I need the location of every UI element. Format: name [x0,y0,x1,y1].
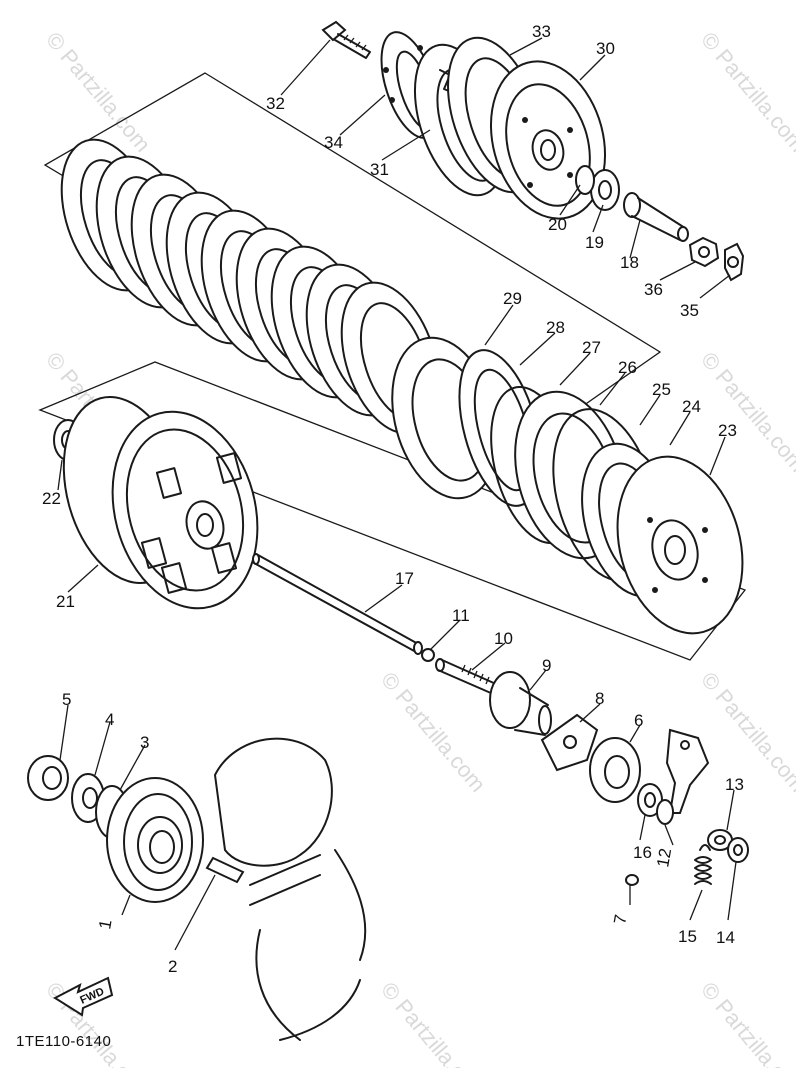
push-lever-9 [489,671,552,736]
callout-34: 34 [324,133,343,152]
bearing-19 [590,169,620,211]
callout-36: 36 [644,280,663,299]
callout-17: 17 [395,569,414,588]
callout-5: 5 [62,690,71,709]
callout-labels: 1 2 3 4 5 6 7 8 9 10 11 12 13 14 15 16 1… [42,22,744,976]
spring-15 [694,844,712,885]
ball-11 [421,648,435,662]
watermark: © Partzilla.com [696,667,796,797]
callout-19: 19 [585,233,604,252]
fwd-arrow-icon: FWD [52,976,114,1017]
callout-6: 6 [634,711,643,730]
callout-27: 27 [582,338,601,357]
callout-18: 18 [620,253,639,272]
crankshaft-outline [214,737,367,1041]
pin-7 [625,874,639,886]
callout-10: 10 [494,629,513,648]
bolt-32 [321,20,371,59]
plate-8 [540,713,599,772]
callout-22: 22 [42,489,61,508]
part-code: 1TE110-6140 [16,1033,111,1050]
callout-28: 28 [546,318,565,337]
callout-31: 31 [370,160,389,179]
callout-29: 29 [503,289,522,308]
nut-14 [727,837,749,863]
key-2 [205,856,245,884]
watermark: © Partzilla.com [376,667,490,797]
oil-seal-6 [589,737,641,803]
callout-3: 3 [140,733,149,752]
washer-20 [575,165,595,195]
callout-2: 2 [168,957,177,976]
washer-13 [707,829,733,851]
nut-36 [688,236,720,268]
push-rod-18 [623,192,689,242]
callout-30: 30 [596,39,615,58]
callout-12: 12 [653,847,675,869]
callout-24: 24 [682,397,701,416]
callout-21: 21 [56,592,75,611]
callout-13: 13 [725,775,744,794]
callout-4: 4 [105,710,114,729]
push-rod-17 [252,553,423,655]
callout-11: 11 [452,606,470,625]
nut-5 [27,755,69,801]
watermark: © Partzilla.com [696,27,796,157]
primary-drive-gear-1 [106,777,204,903]
clutch-plate-stack [60,138,440,435]
lock-washer-35 [724,242,745,282]
callout-32: 32 [266,94,285,113]
callout-9: 9 [542,656,551,675]
callout-25: 25 [652,380,671,399]
watermark: © Partzilla.com [376,977,490,1068]
leader-lines [57,37,737,951]
callout-8: 8 [595,689,604,708]
callout-14: 14 [716,928,735,947]
callout-23: 23 [718,421,737,440]
callout-20: 20 [548,215,567,234]
clutch-boss-23 [616,455,744,635]
clutch-housing-21 [62,396,259,610]
callout-33: 33 [532,22,551,41]
watermark: © Partzilla.com [41,27,155,157]
callout-26: 26 [618,358,637,377]
callout-35: 35 [680,301,699,320]
push-lever-12 [656,728,710,825]
watermark: © Partzilla.com [696,347,796,477]
callout-16: 16 [633,843,652,862]
callout-1: 1 [95,918,115,931]
callout-15: 15 [678,927,697,946]
watermark: © Partzilla.com [696,977,796,1068]
callout-7: 7 [610,913,630,926]
